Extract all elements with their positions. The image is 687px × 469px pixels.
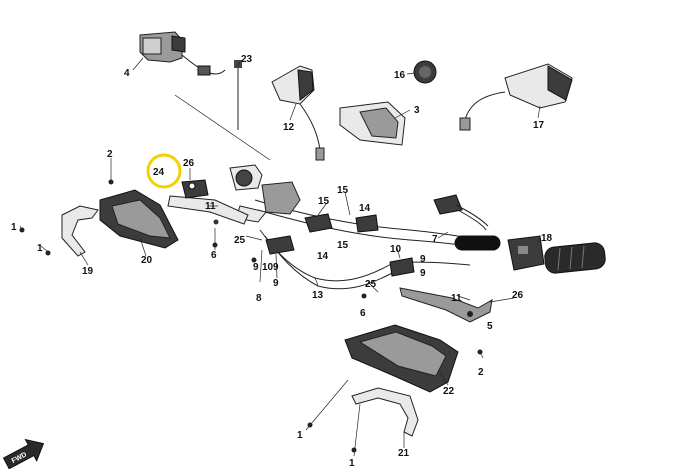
forward-arrow-icon: FWD [2,438,45,469]
right-hand-guard-cover [351,387,419,437]
callout-26: 26 [183,158,195,169]
callout-11: 11 [451,293,462,304]
callout-24: 24 [153,167,165,178]
right-guard-bracket [399,287,493,323]
callout-1: 1 [349,458,355,469]
callout-1: 1 [37,243,43,254]
callout-7: 7 [432,234,438,245]
callout-9: 9 [420,254,426,265]
brake-master-cylinder [139,31,226,75]
callout-25: 25 [234,235,246,246]
left-bracket [167,179,249,225]
callout-16: 16 [394,70,406,81]
callout-8: 8 [256,293,262,304]
callout-23: 23 [241,54,253,65]
callout-10: 10 [262,262,274,273]
callout-4: 4 [124,68,130,79]
callout-10: 10 [390,244,402,255]
right-switch [507,235,545,271]
callout-labels: 4 23 16 12 3 17 2 24 26 11 15 15 14 15 1… [11,54,553,469]
callout-26: 26 [512,290,524,301]
callout-15: 15 [318,196,330,207]
callout-17: 17 [533,120,545,131]
callout-14: 14 [317,251,329,262]
leader-lines [19,57,541,457]
callout-20: 20 [141,255,153,266]
callout-15: 15 [337,240,349,251]
handlebar-holders [265,213,415,277]
callout-3: 3 [414,105,420,116]
callout-12: 12 [283,122,295,133]
callout-1: 1 [297,430,303,441]
left-mirror [271,65,325,161]
left-hand-guard [99,189,179,249]
throttle-cable [197,60,242,130]
callout-2: 2 [478,367,484,378]
callout-2: 2 [107,149,113,160]
callout-18: 18 [541,233,553,244]
callout-1: 1 [11,222,17,233]
right-brake-lever [433,194,489,231]
highlight-ring [146,153,182,189]
callout-9: 9 [273,262,279,273]
top-cover [339,101,406,146]
callout-15: 15 [337,185,349,196]
callout-21: 21 [398,448,410,459]
mirror-cap [413,60,437,84]
callout-22: 22 [443,386,455,397]
callout-5: 5 [487,321,493,332]
right-hand-guard [344,324,459,393]
right-mirror [459,63,573,131]
callout-25: 25 [365,279,377,290]
callout-6: 6 [211,250,217,261]
callout-19: 19 [82,266,94,277]
callout-14: 14 [359,203,371,214]
callout-6: 6 [360,308,366,319]
callout-11: 11 [205,201,216,212]
callout-9: 9 [253,262,259,273]
left-hand-guard-cover [61,205,99,257]
callout-9: 9 [420,268,426,279]
throttle-grip [544,242,606,274]
callout-13: 13 [312,290,324,301]
callout-9: 9 [273,278,279,289]
